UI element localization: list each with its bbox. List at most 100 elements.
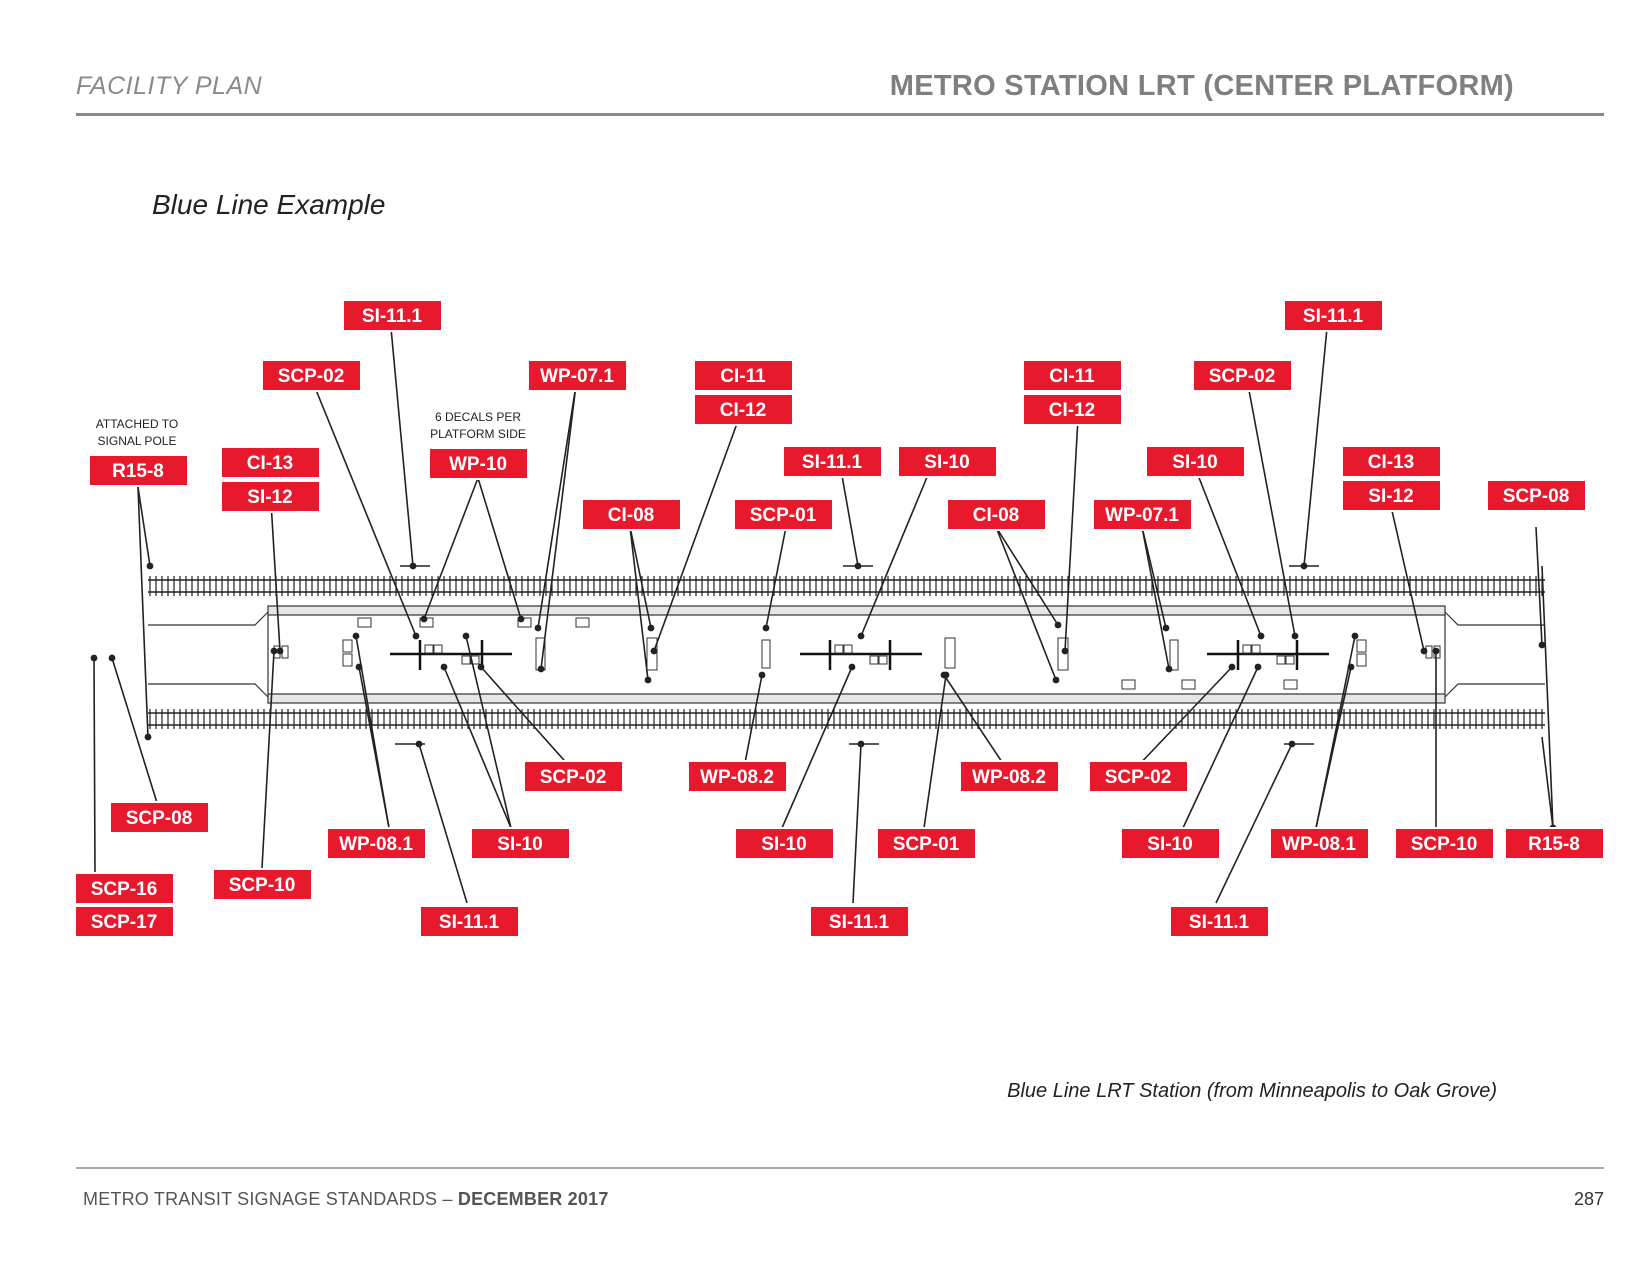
leader-lines — [93, 327, 1554, 904]
footer-publication: METRO TRANSIT SIGNAGE STANDARDS – DECEMB… — [83, 1189, 609, 1210]
svg-text:SI-11.1: SI-11.1 — [439, 912, 500, 933]
svg-text:R15-8: R15-8 — [1528, 834, 1580, 855]
svg-text:CI-11: CI-11 — [720, 366, 766, 387]
svg-text:WP-07.1: WP-07.1 — [540, 366, 614, 387]
sign-tag: CI-11 — [693, 359, 794, 392]
sign-tag: WP-10 — [428, 447, 529, 480]
sign-location-dot — [537, 665, 545, 673]
svg-text:WP-08.1: WP-08.1 — [339, 834, 413, 855]
svg-text:SI-10: SI-10 — [1147, 834, 1192, 855]
note-decals: 6 DECALS PER PLATFORM SIDE — [430, 410, 526, 441]
sign-tag: SCP-08 — [109, 801, 210, 834]
svg-text:SI-11.1: SI-11.1 — [802, 452, 863, 473]
sign-location-dot — [415, 740, 423, 748]
sign-location-dot — [857, 632, 865, 640]
sign-tag: SI-10 — [897, 445, 998, 478]
svg-text:WP-08.1: WP-08.1 — [1282, 834, 1356, 855]
sign-tag: SCP-02 — [1192, 359, 1293, 392]
sign-tag: SCP-01 — [876, 827, 977, 860]
sign-tag: SCP-08 — [1486, 479, 1587, 512]
sign-location-dot — [90, 654, 98, 662]
sign-location-dot — [477, 663, 485, 671]
sign-tag: WP-08.1 — [1269, 827, 1370, 860]
sign-location-dot — [650, 647, 658, 655]
sign-location-dot — [276, 647, 284, 655]
svg-text:SI-10: SI-10 — [924, 452, 969, 473]
sign-tag: CI-12 — [693, 393, 794, 426]
sign-tag: WP-08.1 — [326, 827, 427, 860]
sign-location-dot — [1165, 665, 1173, 673]
svg-text:SCP-01: SCP-01 — [893, 834, 960, 855]
sign-location-dots — [90, 562, 1557, 832]
sign-tag: SI-10 — [470, 827, 571, 860]
svg-text:SI-12: SI-12 — [247, 487, 292, 508]
sign-tag: SI-11.1 — [342, 299, 443, 332]
header-divider — [76, 113, 1604, 116]
sign-tag: SI-10 — [734, 827, 835, 860]
sign-tag: R15-8 — [1504, 827, 1605, 860]
svg-text:CI-08: CI-08 — [608, 505, 654, 526]
sign-location-dot — [1432, 647, 1440, 655]
sign-location-dot — [108, 654, 116, 662]
svg-text:WP-08.2: WP-08.2 — [972, 767, 1046, 788]
sign-location-dot — [517, 615, 525, 623]
sign-location-dot — [1228, 663, 1236, 671]
sign-tag: SCP-02 — [261, 359, 362, 392]
svg-text:CI-12: CI-12 — [1049, 400, 1095, 421]
sign-tag: SCP-10 — [1394, 827, 1495, 860]
note-decals-line2: PLATFORM SIDE — [430, 427, 526, 441]
svg-text:SCP-10: SCP-10 — [1411, 834, 1478, 855]
sign-tag: SI-11.1 — [1169, 905, 1270, 938]
sign-location-dot — [352, 632, 360, 640]
sign-tag: SI-11.1 — [419, 905, 520, 938]
svg-text:SI-11.1: SI-11.1 — [362, 306, 423, 327]
sign-location-dot — [355, 663, 363, 671]
svg-text:SCP-02: SCP-02 — [278, 366, 345, 387]
bottom-track — [148, 709, 1545, 729]
footer-divider — [76, 1167, 1604, 1169]
sign-tag: SI-11.1 — [1283, 299, 1384, 332]
sign-location-dot — [1538, 641, 1546, 649]
sign-location-dot — [462, 632, 470, 640]
sign-tag: CI-13 — [1341, 445, 1442, 478]
sign-location-dot — [440, 663, 448, 671]
sign-tag: SI-12 — [220, 480, 321, 513]
sign-location-dot — [412, 632, 420, 640]
sign-location-dot — [644, 676, 652, 684]
svg-text:WP-10: WP-10 — [449, 454, 507, 475]
sign-tag: SI-11.1 — [809, 905, 910, 938]
svg-text:R15-8: R15-8 — [112, 461, 164, 482]
sign-location-dot — [1162, 624, 1170, 632]
svg-text:SCP-01: SCP-01 — [750, 505, 817, 526]
note-signal-pole: ATTACHED TO SIGNAL POLE — [96, 417, 178, 448]
svg-text:SCP-10: SCP-10 — [229, 875, 296, 896]
sign-location-dot — [420, 615, 428, 623]
sign-tag: SI-10 — [1145, 445, 1246, 478]
svg-text:SI-10: SI-10 — [1172, 452, 1217, 473]
sign-location-dot — [1288, 740, 1296, 748]
footer-separator: – — [437, 1189, 458, 1209]
sign-location-dot — [1420, 647, 1428, 655]
svg-text:SI-12: SI-12 — [1368, 486, 1413, 507]
sign-tag: SI-12 — [1341, 479, 1442, 512]
footer-date: DECEMBER 2017 — [457, 1189, 609, 1209]
sign-location-dot — [144, 733, 152, 741]
sign-tag: SCP-17 — [74, 905, 175, 938]
sign-location-dot — [270, 647, 278, 655]
sign-tag: SCP-10 — [212, 868, 313, 901]
top-track — [148, 576, 1545, 596]
page-title: METRO STATION LRT (CENTER PLATFORM) — [889, 70, 1514, 102]
note-decals-line1: 6 DECALS PER — [435, 410, 521, 424]
diagram-title: Blue Line Example — [152, 189, 386, 220]
sign-location-dot — [1254, 663, 1262, 671]
sign-location-dot — [1061, 647, 1069, 655]
sign-tag: WP-08.2 — [959, 760, 1060, 793]
sign-tag: WP-07.1 — [527, 359, 628, 392]
svg-text:SI-10: SI-10 — [761, 834, 806, 855]
sign-tag: SCP-02 — [1088, 760, 1189, 793]
sign-tag: CI-08 — [581, 498, 682, 531]
svg-text:SCP-02: SCP-02 — [540, 767, 607, 788]
sign-tag: CI-08 — [946, 498, 1047, 531]
section-label: FACILITY PLAN — [76, 72, 263, 100]
